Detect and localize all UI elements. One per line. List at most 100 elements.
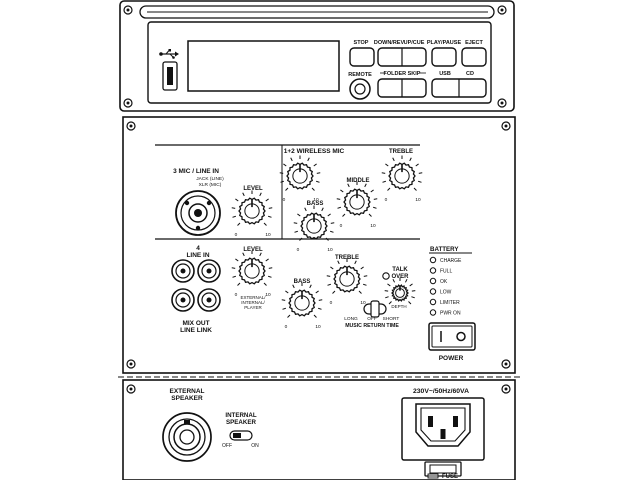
mixer-panel: 3 MIC / LINE IN JACK (LINE) XLR (MIC) 4 … <box>122 116 516 374</box>
mix-out-label-2: LINE LINK <box>180 327 212 334</box>
status-led-icon <box>429 298 437 306</box>
depth-label: DEPTH <box>391 304 406 309</box>
mix-out-label-1: MIX OUT <box>182 320 209 327</box>
middle1-label: MIDDLE <box>347 178 370 184</box>
scale-max-label: 10 <box>370 223 376 229</box>
music-return-title: MUSIC RETURN TIME <box>345 323 399 329</box>
scale-max-label: 10 <box>313 197 319 203</box>
external-speaker-label-2: SPEAKER <box>171 395 203 402</box>
status-led-icon <box>429 277 437 285</box>
treble1-knob[interactable]: 0 10 <box>381 155 423 204</box>
music-return-switch[interactable] <box>363 300 387 318</box>
screw-icon <box>123 5 133 15</box>
battery-title: BATTERY <box>430 246 459 253</box>
level2-sub-2: INTERNAL/ <box>241 300 265 305</box>
battery-indicator-label: FULL <box>440 268 452 274</box>
level2-knob[interactable]: 0 10 <box>231 250 273 299</box>
cd-label: CD <box>466 71 474 77</box>
line-in-number: 4 <box>196 245 200 252</box>
level1-knob[interactable]: 0 10 <box>231 190 273 239</box>
scale-min-label: 0 <box>330 300 333 306</box>
wireless-level-knob[interactable]: 0 10 <box>279 155 321 204</box>
internal-speaker-label-1: INTERNAL <box>225 412 256 419</box>
scale-max-label: 10 <box>415 197 421 203</box>
bottom-panel: EXTERNAL SPEAKER INTERNAL SPEAKER OFF ON… <box>122 379 516 480</box>
scale-min-label: 0 <box>235 292 238 298</box>
scale-min-label: 0 <box>385 197 388 203</box>
internal-speaker-switch[interactable] <box>229 430 253 441</box>
talk-over-label-2: OVER <box>391 274 409 280</box>
eject-label: EJECT <box>465 40 483 46</box>
screw-icon <box>497 98 507 108</box>
status-led-icon <box>429 309 437 316</box>
battery-indicator-row: PWR ON <box>429 309 461 316</box>
level2-sub-1: EXTERNAL/ <box>240 295 266 300</box>
screw-icon <box>126 359 136 369</box>
battery-indicator-label: CHARGE <box>440 258 462 264</box>
music-return-short: SHORT <box>383 316 400 322</box>
usb-label: USB <box>439 71 451 77</box>
internal-speaker-label-2: SPEAKER <box>226 419 256 426</box>
fuse-icon <box>426 473 440 479</box>
mic-line-in-title: 3 MIC / LINE IN <box>173 168 219 175</box>
treble1-label: TREBLE <box>389 149 413 155</box>
scale-min-label: 0 <box>235 232 238 238</box>
line-in-rca-left[interactable] <box>171 259 195 283</box>
level2-label: LEVEL <box>243 247 263 253</box>
talk-over-depth-knob[interactable] <box>384 277 416 305</box>
battery-indicator-row: OK <box>429 277 448 285</box>
fuse-label: FUSE <box>442 474 458 480</box>
iec-power-inlet[interactable] <box>401 397 485 461</box>
scale-max-label: 10 <box>327 247 333 253</box>
music-return-long: LONG <box>344 316 358 322</box>
scale-min-label: 0 <box>283 197 286 203</box>
status-led-icon <box>429 288 437 295</box>
power-switch[interactable] <box>428 322 476 351</box>
line-in-title: LINE IN <box>186 252 209 259</box>
battery-indicator-label: LIMITER <box>440 300 460 306</box>
screw-icon <box>126 121 136 131</box>
eject-button[interactable] <box>461 47 487 67</box>
talk-over-label-1: TALK <box>392 267 408 273</box>
screw-icon <box>501 359 511 369</box>
mic-line-in-sub2: XLR (MIC) <box>199 182 222 188</box>
external-speaker-label-1: EXTERNAL <box>169 388 204 395</box>
usb-icon <box>159 49 179 59</box>
scale-max-label: 10 <box>265 292 271 298</box>
battery-indicator-label: LOW <box>440 289 452 295</box>
status-led-icon <box>429 267 437 274</box>
bass2-label: BASS <box>294 279 311 285</box>
battery-indicator-label: OK <box>440 279 448 285</box>
screw-icon <box>501 384 511 394</box>
battery-indicator-row: LIMITER <box>429 298 460 306</box>
internal-speaker-on: ON <box>251 443 259 449</box>
folder-skip-label: FOLDER SKIP <box>384 71 421 77</box>
line-in-rca-right[interactable] <box>197 259 221 283</box>
stop-button[interactable] <box>349 47 375 67</box>
treble2-label: TREBLE <box>335 255 359 261</box>
level1-label: LEVEL <box>243 186 263 192</box>
speakon-connector[interactable] <box>162 412 212 462</box>
battery-indicator-row: LOW <box>429 288 452 295</box>
battery-indicator-label: PWR ON <box>440 310 461 316</box>
scale-max-label: 10 <box>265 232 271 238</box>
mix-out-rca-left[interactable] <box>171 288 195 312</box>
fuse-holder[interactable] <box>424 461 462 477</box>
talk-over-led <box>382 272 390 280</box>
remote-label: REMOTE <box>348 72 372 78</box>
status-led-icon <box>429 256 437 264</box>
screw-icon <box>123 98 133 108</box>
mix-out-rca-right[interactable] <box>197 288 221 312</box>
up-cue-label: UP/CUE <box>404 40 425 46</box>
combo-xlr-jack-input[interactable] <box>175 190 221 236</box>
internal-speaker-off: OFF <box>222 443 232 449</box>
music-return-off: OFF <box>367 316 377 322</box>
bass1-label: BASS <box>307 201 324 207</box>
screw-icon <box>497 5 507 15</box>
play-pause-button[interactable] <box>431 47 457 67</box>
